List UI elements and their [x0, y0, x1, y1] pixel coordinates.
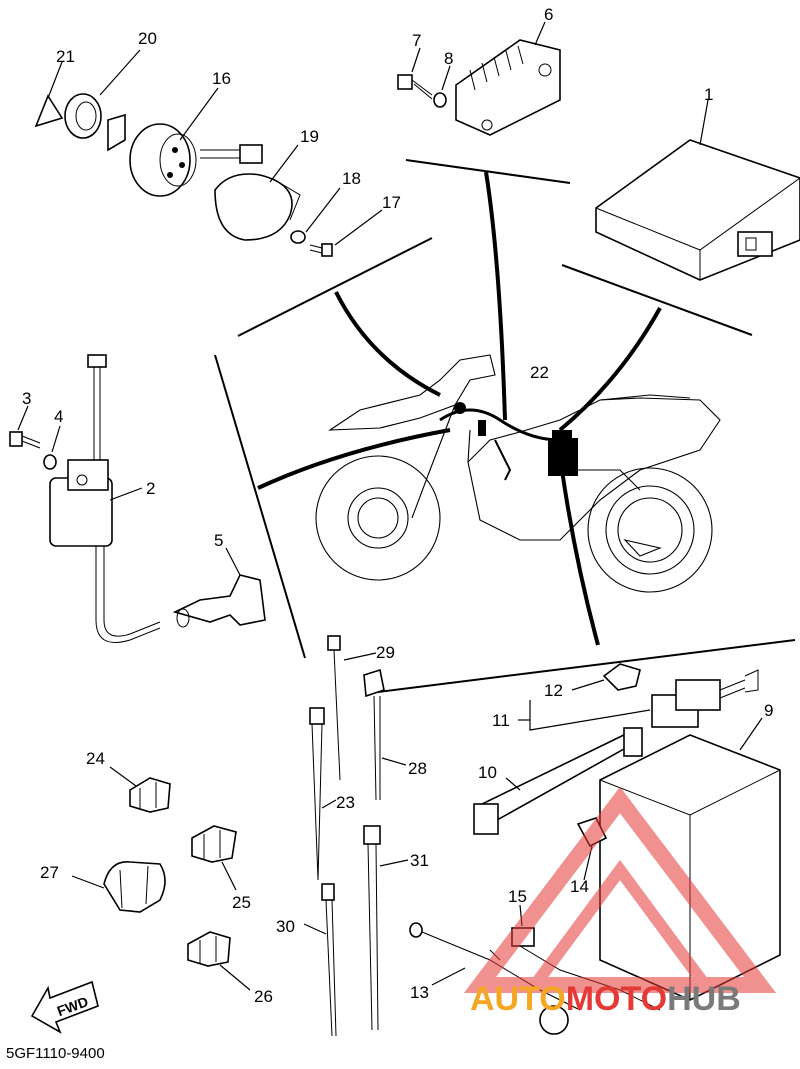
callout-12: 12	[544, 681, 563, 700]
callout-3: 3	[22, 389, 31, 408]
part-12-fuse	[571, 663, 641, 691]
callout-10: 10	[478, 763, 497, 782]
callout-5: 5	[214, 531, 223, 550]
callout-26: 26	[254, 987, 273, 1006]
watermark-auto: AUTO	[470, 980, 566, 1018]
automotohub-watermark	[463, 786, 777, 993]
part-27-clamp	[71, 861, 166, 913]
callout-21: 21	[56, 47, 75, 66]
harness-runs	[257, 171, 662, 646]
callout-2: 2	[146, 479, 155, 498]
watermark-moto: MOTO	[566, 980, 667, 1018]
part-9-battery	[599, 717, 781, 1001]
callout-19: 19	[300, 127, 319, 146]
watermark-hub: HUB	[667, 980, 741, 1018]
section-dividers	[214, 159, 796, 693]
part-2-ignition-coil	[49, 354, 161, 643]
callout-13: 13	[410, 983, 429, 1002]
part-30-cable-tie	[303, 883, 337, 1037]
part-18-washer	[290, 187, 341, 244]
svg-text:AUTOMOTOHUB: AUTOMOTOHUB	[470, 980, 741, 1018]
callout-17: 17	[382, 193, 401, 212]
callout-16: 16	[212, 69, 231, 88]
part-24-clamp	[109, 766, 171, 813]
part-11-fuse-set	[518, 669, 759, 731]
part-13-battery-cable	[409, 922, 581, 1035]
part-7-bolt	[397, 47, 433, 100]
part-19-switch-cover	[214, 144, 301, 241]
callout-25: 25	[232, 893, 251, 912]
part-29-cable-tie	[327, 635, 377, 781]
part-20-ring	[64, 49, 141, 139]
automotohub-logo-text: AUTOMOTOHUB	[470, 980, 741, 1018]
callout-30: 30	[276, 917, 295, 936]
fwd-arrow-icon: FWD	[30, 980, 99, 1034]
callout-6: 6	[544, 5, 553, 24]
part-25-clamp	[191, 825, 237, 891]
callout-24: 24	[86, 749, 105, 768]
callout-20: 20	[138, 29, 157, 48]
callout-labels: 1 2 3 4 5 6 7 8 9 10 11 12 13 14 15 16 1…	[22, 5, 773, 1006]
diagram-code: 5GF1110-9400	[6, 1045, 105, 1062]
part-23-cable-tie	[309, 707, 337, 881]
callout-27: 27	[40, 863, 59, 882]
part-31-cable-tie	[363, 825, 409, 1031]
callout-11: 11	[492, 711, 510, 730]
motorcycle-outline	[315, 354, 721, 593]
part-5-plug-cap	[172, 547, 266, 628]
callout-4: 4	[54, 407, 63, 426]
part-17-screw	[309, 209, 383, 257]
part-26-clamp	[187, 931, 251, 991]
callout-9: 9	[764, 701, 773, 720]
callout-31: 31	[410, 851, 429, 870]
callout-8: 8	[444, 49, 453, 68]
callout-1: 1	[704, 85, 713, 104]
callout-14: 14	[570, 877, 589, 896]
part-28-clamp-tie	[363, 668, 407, 801]
part-6-regulator	[455, 21, 561, 136]
callout-18: 18	[342, 169, 361, 188]
callout-7: 7	[412, 31, 421, 50]
part-3-bolt	[9, 405, 41, 449]
callout-22: 22	[530, 363, 549, 382]
part-10-battery-band	[473, 727, 643, 835]
part-4-washer	[43, 425, 61, 470]
callout-28: 28	[408, 759, 427, 778]
part-21-cover	[34, 61, 64, 128]
part-8-washer	[433, 65, 451, 108]
callout-15: 15	[508, 887, 527, 906]
part-1-control-unit	[595, 99, 800, 281]
callout-23: 23	[336, 793, 355, 812]
callout-29: 29	[376, 643, 395, 662]
part-16-main-switch	[107, 87, 263, 197]
